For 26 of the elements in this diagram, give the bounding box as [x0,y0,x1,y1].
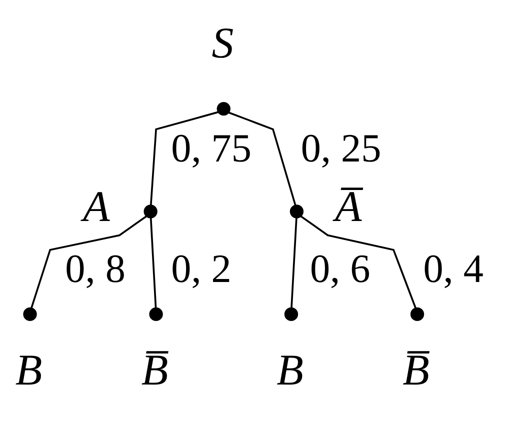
connector [30,215,147,308]
node-circle [23,306,37,321]
connector [150,217,157,308]
node-circle [284,306,298,321]
edge-label: 0, 75 [171,124,252,170]
edge-label: 0, 6 [310,246,370,291]
edge-label: 0, 8 [65,246,126,291]
node-label: A [82,182,110,230]
connector [150,110,219,205]
node-circle [149,306,163,321]
node-circle [144,204,158,218]
edge-label: 0, 25 [300,124,382,170]
edge-label: 0, 2 [171,246,232,291]
connector [290,217,298,308]
node-circle [410,306,424,321]
node-label: B [15,346,42,394]
node-label: B [276,346,304,394]
node-circle [290,204,304,218]
node-circle [216,101,230,116]
connector [228,111,296,206]
node-label: A̅ [335,182,362,230]
edge-label: 0, 4 [423,246,484,291]
node-label: B̅ [141,346,168,394]
connector [300,215,417,308]
node-label: S [212,19,234,68]
node-label: B̅ [402,346,430,394]
